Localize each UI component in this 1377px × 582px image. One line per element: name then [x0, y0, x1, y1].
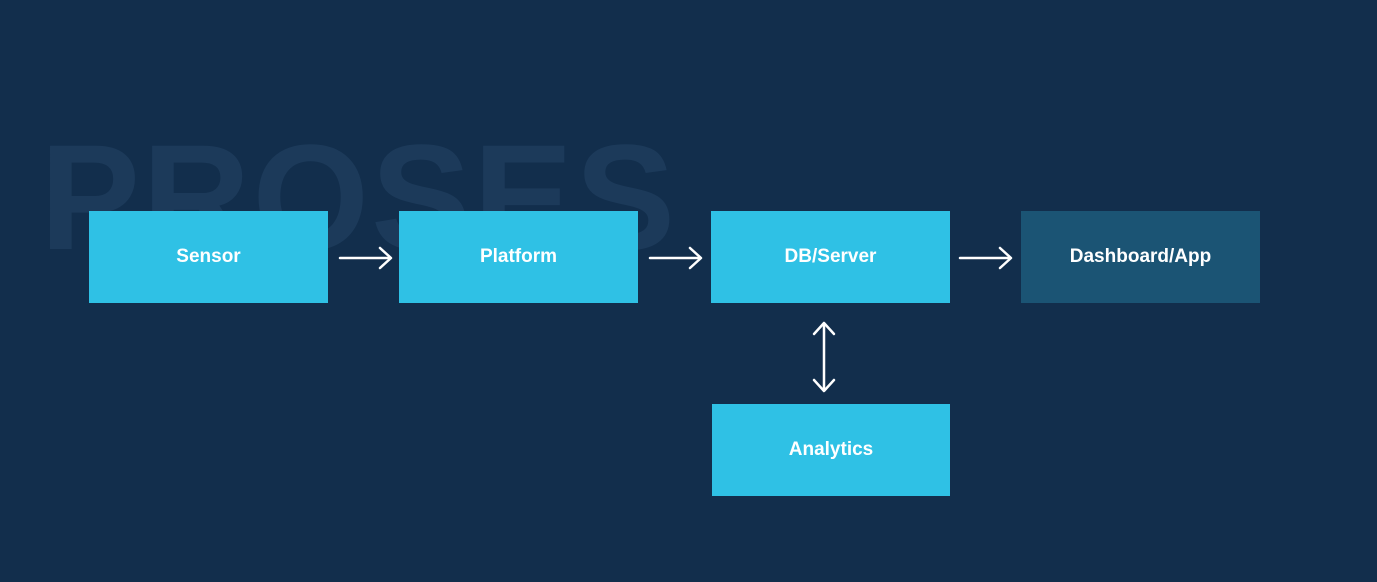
dashboard-app-node: Dashboard/App: [1021, 211, 1260, 303]
sensor-node: Sensor: [89, 211, 328, 303]
bidirectional-arrow-db-server-analytics: [812, 321, 836, 393]
db-server-label: DB/Server: [784, 246, 877, 267]
arrow-db-server-to-dashboard: [958, 246, 1013, 270]
sensor-label: Sensor: [176, 246, 241, 267]
db-server-node: DB/Server: [711, 211, 950, 303]
analytics-label: Analytics: [788, 439, 874, 460]
platform-node: Platform: [399, 211, 638, 303]
analytics-node: Analytics: [712, 404, 950, 496]
platform-label: Platform: [479, 246, 558, 267]
dashboard-app-label: Dashboard/App: [1069, 246, 1212, 267]
